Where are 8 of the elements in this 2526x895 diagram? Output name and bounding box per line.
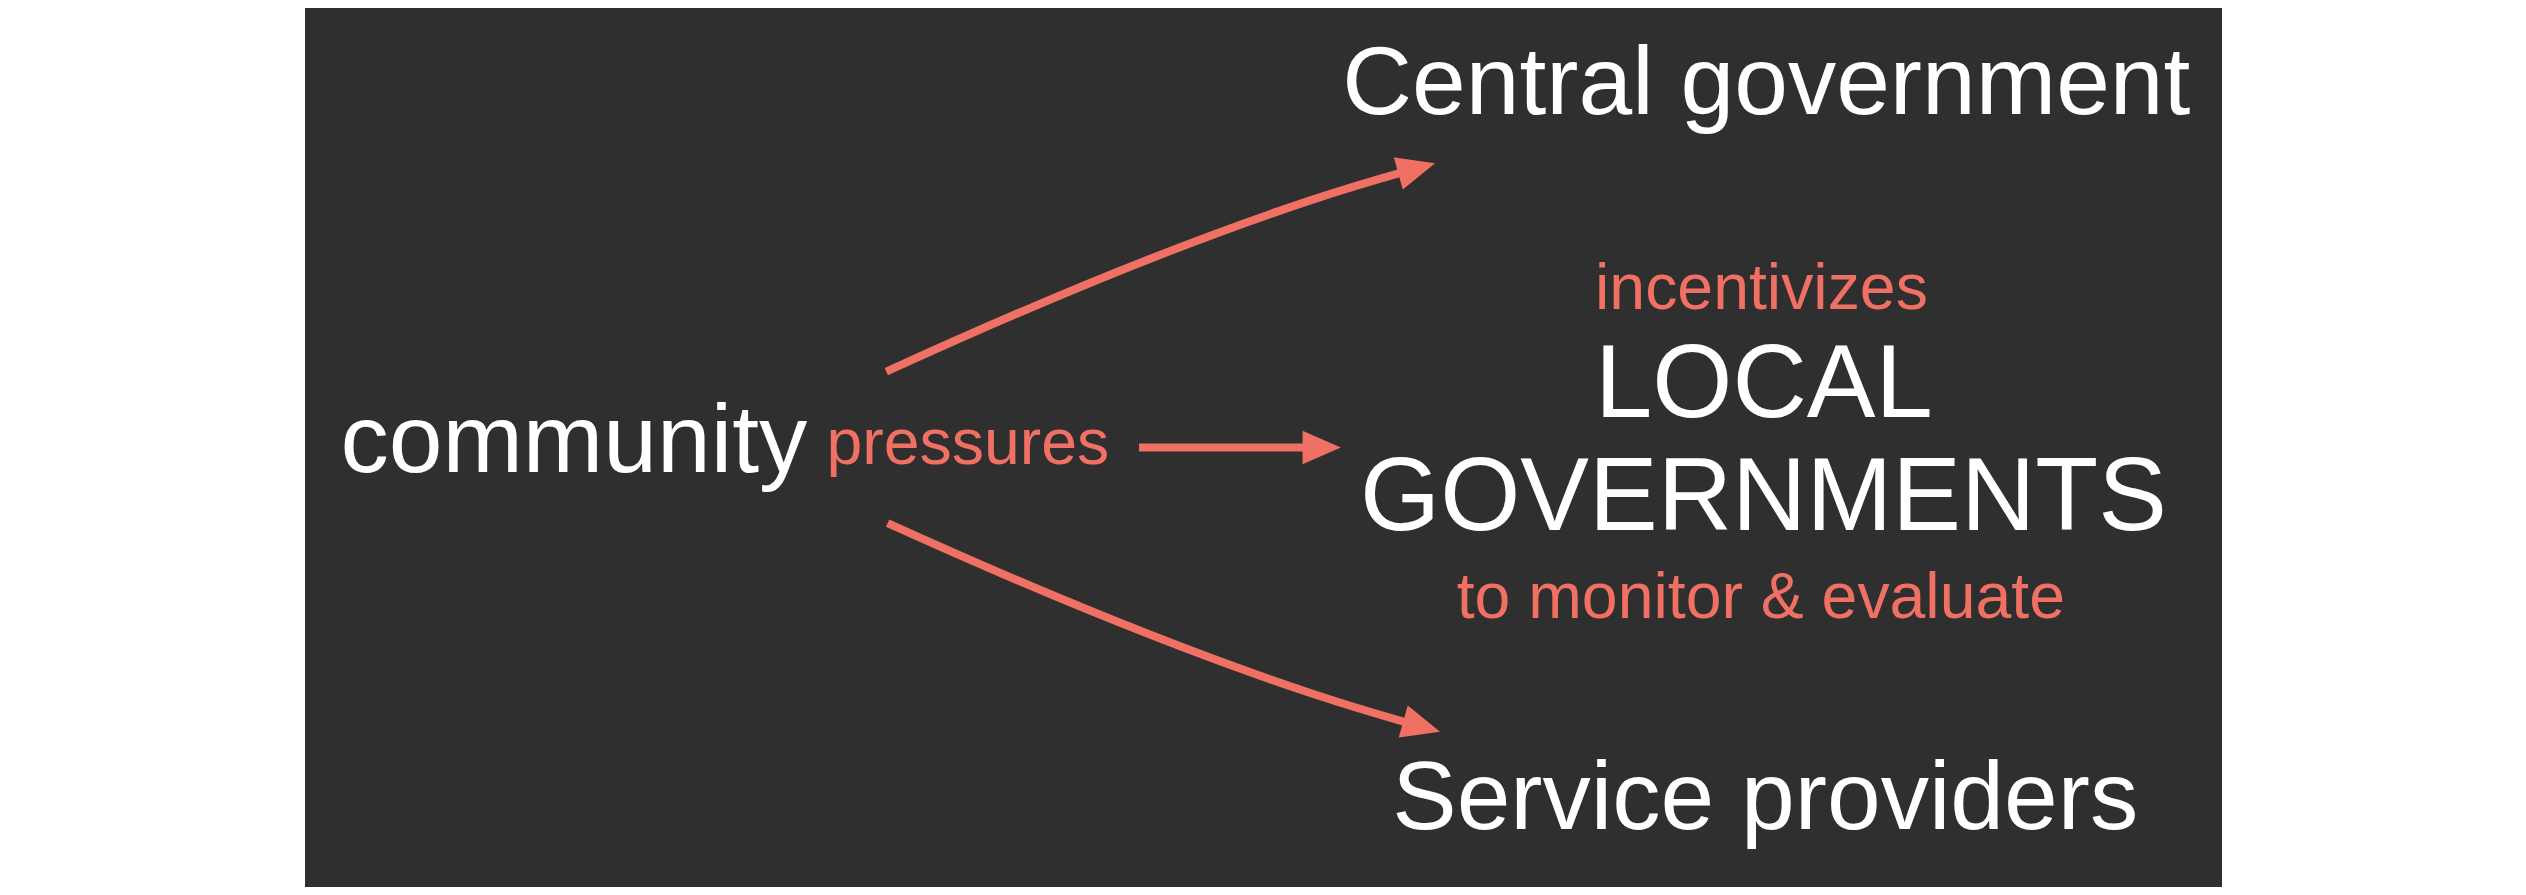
arrow <box>884 157 1435 376</box>
node-text: Service providers <box>1391 741 2138 849</box>
node-text: incentivizes LOCAL GOVERNMENTS to monitor & evaluate <box>1359 251 2167 633</box>
node-text: community <box>339 384 807 492</box>
node-text: Central government <box>1341 27 2190 135</box>
node-label: pressures <box>826 405 1109 478</box>
arrow <box>885 519 1440 738</box>
arrow <box>1138 430 1341 465</box>
